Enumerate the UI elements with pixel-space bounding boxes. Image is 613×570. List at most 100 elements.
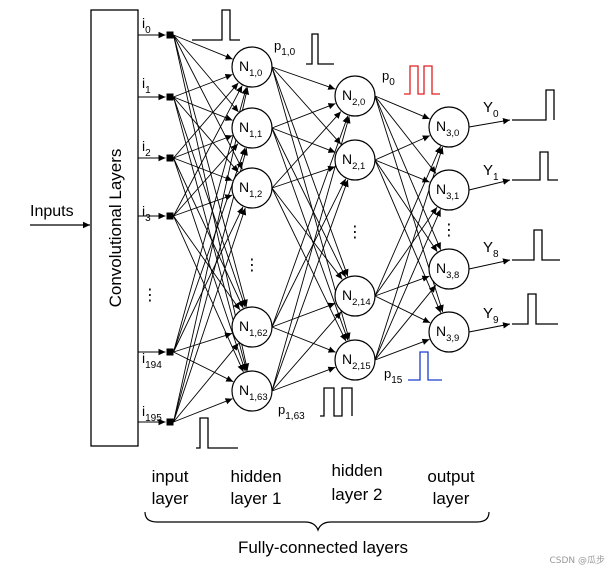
output-label: Y9 xyxy=(483,305,499,326)
edge-h2-out xyxy=(374,95,430,120)
p0-label: p0 xyxy=(382,68,395,88)
input-node xyxy=(166,93,174,101)
hidden2-node-label: N2,14 xyxy=(342,287,371,308)
output-layer: N3,0N3,1N3,8N3,9 xyxy=(428,106,470,353)
edge-h2-out xyxy=(374,159,438,252)
edge-in-h1 xyxy=(173,157,233,181)
hidden2-node: N2,14 xyxy=(334,275,376,317)
input-node xyxy=(166,212,174,220)
edge-h1-h2 xyxy=(271,127,347,278)
output-node-label: N3,1 xyxy=(436,181,459,202)
pulse-y8 xyxy=(512,229,560,261)
edge-in-h1 xyxy=(173,398,233,423)
output-node: N3,8 xyxy=(428,248,470,290)
edge-in-h1 xyxy=(173,87,250,423)
hidden1-node-circle xyxy=(231,107,273,149)
edge-in-h1 xyxy=(173,34,233,60)
p10-label: p1,0 xyxy=(274,38,296,58)
edge-h1-h2 xyxy=(271,66,342,145)
hidden1-node-circle xyxy=(231,370,273,412)
output-node-label: N3,9 xyxy=(436,323,459,344)
input-node xyxy=(166,154,174,162)
pulse-y9 xyxy=(512,293,558,325)
input-layer-caption-1: input xyxy=(152,467,189,486)
hidden1-node-circle xyxy=(231,167,273,209)
edge-h1-h2 xyxy=(271,187,343,280)
hidden2-node-circle xyxy=(334,139,376,181)
hidden1-node: N1,2 xyxy=(231,167,273,209)
edge-in-h1 xyxy=(173,34,243,170)
edge-h1-h2 xyxy=(271,127,336,153)
output-arrow xyxy=(468,118,511,128)
output-node-circle xyxy=(428,106,470,148)
hidden2-node: N2,1 xyxy=(334,139,376,181)
hidden2-node: N2,0 xyxy=(334,75,376,117)
pulse-p15 xyxy=(408,351,442,381)
edge-in-h1 xyxy=(173,96,239,173)
output-node-label: N3,0 xyxy=(436,118,459,139)
pulse-input-bottom xyxy=(196,417,238,449)
hidden2-node-circle xyxy=(334,339,376,381)
edge-h1-h2 xyxy=(271,111,342,189)
edge-in-h1 xyxy=(173,206,244,353)
edge-h1-h2 xyxy=(271,165,336,189)
output-node: N3,0 xyxy=(428,106,470,148)
edge-in-h1 xyxy=(173,194,233,217)
edge-in-h1 xyxy=(173,96,246,308)
edge-h2-out xyxy=(374,146,442,297)
edge-in-h1 xyxy=(173,207,247,423)
input-node-label: i1 xyxy=(142,75,151,96)
hidden2-node-label: N2,0 xyxy=(342,87,365,108)
hidden1-node-label: N1,2 xyxy=(239,179,262,200)
edge-h2-out xyxy=(374,275,430,297)
connection-edges xyxy=(173,34,444,423)
pulse-input-top xyxy=(192,9,240,41)
output-node-label: N3,8 xyxy=(436,260,459,281)
edge-h1-h2 xyxy=(271,178,347,328)
output-node-circle xyxy=(428,248,470,290)
output-ellipsis: ⋮ xyxy=(441,222,457,239)
input-node xyxy=(166,418,174,426)
pulse-y0 xyxy=(512,89,555,121)
output-node-circle xyxy=(428,311,470,353)
edge-in-h1 xyxy=(173,157,244,309)
edge-h1-h2 xyxy=(271,366,336,392)
fc-layers-label: Fully-connected layers xyxy=(238,538,408,557)
input-node-label: ⋮ xyxy=(142,287,158,304)
p15-label: p15 xyxy=(384,366,403,386)
edge-in-h1 xyxy=(173,74,233,98)
edge-in-h1 xyxy=(173,34,239,113)
edge-h1-h2 xyxy=(271,187,347,342)
edge-h1-h2 xyxy=(271,326,336,353)
conv-layers-box xyxy=(90,9,139,447)
hidden2-node-label: N2,1 xyxy=(342,151,365,172)
edge-in-h1 xyxy=(173,96,233,121)
edge-in-h1 xyxy=(173,135,233,159)
conv-layers-label: Convolutional Layers xyxy=(106,149,125,308)
edge-h2-out xyxy=(374,135,430,161)
edge-h1-h2 xyxy=(271,66,336,90)
output-node: N3,1 xyxy=(428,169,470,211)
edge-h1-h2 xyxy=(271,179,349,392)
edge-h2-out xyxy=(374,206,438,297)
inputs-label: Inputs xyxy=(30,203,74,220)
hidden2-node-circle xyxy=(334,75,376,117)
pulse-p0 xyxy=(404,65,440,95)
edge-in-h1 xyxy=(173,82,239,159)
pulse-y1 xyxy=(512,151,558,181)
hidden1-node-label: N1,62 xyxy=(239,318,268,339)
output-node-circle xyxy=(428,169,470,211)
fc-brace xyxy=(144,511,490,532)
output-caption-1: output xyxy=(427,467,475,486)
edge-in-h1 xyxy=(173,351,234,383)
output-node: N3,9 xyxy=(428,311,470,353)
edge-h1-h2 xyxy=(271,66,349,277)
hidden1-node: N1,1 xyxy=(231,107,273,149)
watermark: CSDN @瓜步 xyxy=(549,556,605,566)
output-label: Y1 xyxy=(483,162,499,183)
edge-h2-out xyxy=(374,95,437,174)
hidden1-ellipsis: ⋮ xyxy=(244,257,260,274)
output-arrow xyxy=(468,322,511,333)
